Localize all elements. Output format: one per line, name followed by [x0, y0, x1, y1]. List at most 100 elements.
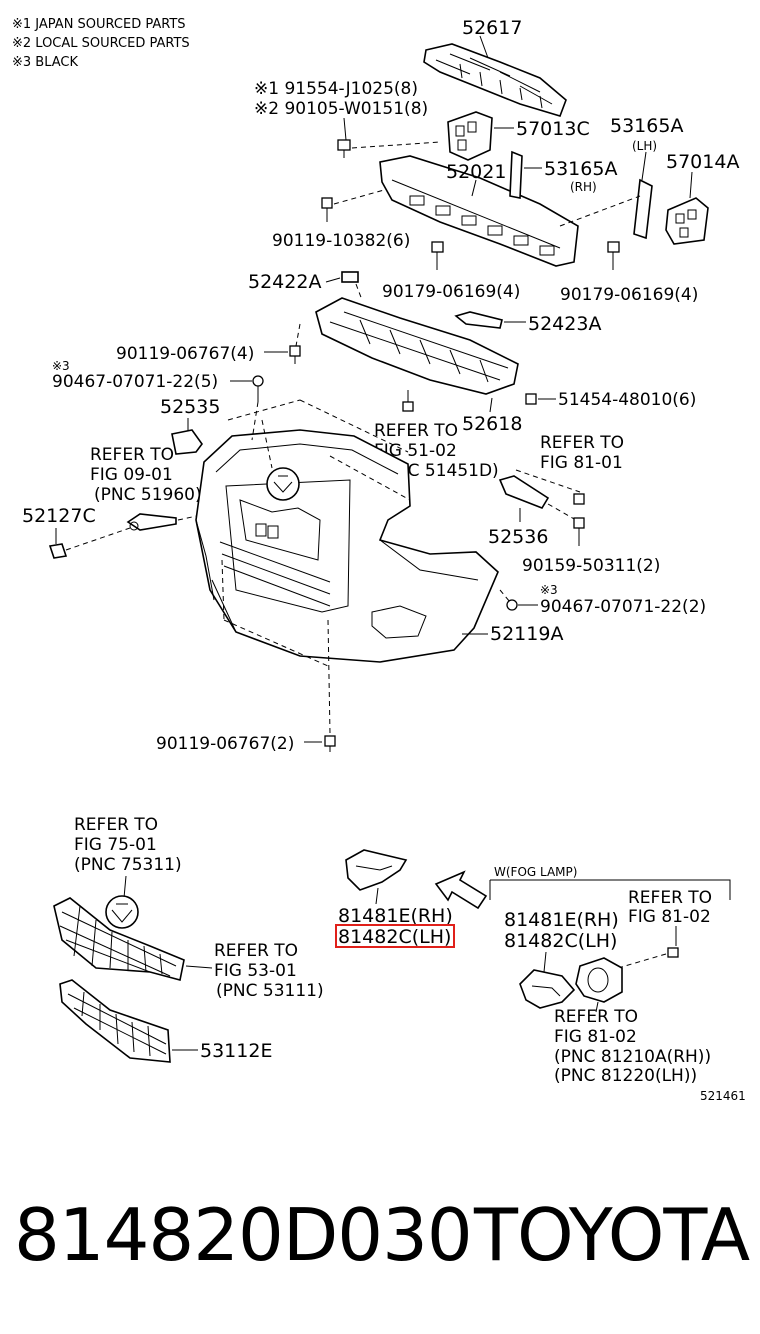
bolt-icon	[431, 241, 444, 270]
fog-lamp	[575, 957, 623, 1003]
lower-grille-53112e	[59, 979, 171, 1063]
label-52423a: 52423A	[528, 313, 601, 335]
bracket-52127c	[126, 513, 177, 531]
mark-black-a: ※3	[52, 359, 70, 373]
refer-fig-81-02-a: REFER TO FIG 81-02	[628, 888, 712, 927]
figure-code: 521461	[700, 1089, 746, 1103]
fog-lamp-cover	[519, 969, 576, 1009]
cap-52127c	[48, 543, 68, 559]
label-90159: 90159-50311(2)	[522, 556, 660, 576]
label-90119-06767-b: 90119-06767(2)	[156, 734, 294, 754]
clip-icon	[506, 599, 518, 611]
absorber-52617	[423, 43, 567, 117]
svg-text:FIG 81-02: FIG 81-02	[628, 907, 711, 927]
label-52021: 52021	[446, 161, 506, 183]
absorber-52618	[315, 297, 519, 395]
label-81481e-a: 81481E(RH)	[338, 905, 453, 927]
svg-text:FIG 81-01: FIG 81-01	[540, 453, 623, 473]
bolt-icon	[525, 393, 537, 405]
refer-fig-53-01: REFER TO FIG 53-01 (PNC 53111)	[214, 941, 324, 1001]
note-local-sourced: ※2 LOCAL SOURCED PARTS	[12, 36, 190, 51]
label-90105: ※2 90105-W0151(8)	[254, 99, 428, 119]
refer-fig-09-01: REFER TO FIG 09-01 (PNC 51960)	[90, 445, 202, 505]
label-53165a-rh: 53165A	[544, 158, 617, 180]
label-52536: 52536	[488, 526, 548, 548]
bolt-icon	[667, 947, 679, 958]
refer-fig-75-01: REFER TO FIG 75-01 (PNC 75311)	[74, 815, 182, 875]
support-52423a	[454, 311, 503, 329]
svg-text:FIG 75-01: FIG 75-01	[74, 835, 157, 855]
svg-text:REFER TO: REFER TO	[74, 815, 158, 835]
label-90179-a: 90179-06169(4)	[382, 282, 520, 302]
arrow-icon	[434, 870, 488, 910]
bolt-icon	[607, 241, 620, 270]
bumper-cover-52119a	[195, 429, 499, 663]
svg-text:FIG 53-01: FIG 53-01	[214, 961, 297, 981]
label-52127c: 52127C	[22, 505, 96, 527]
svg-text:REFER TO: REFER TO	[374, 421, 458, 441]
bracket-57014a	[665, 197, 709, 245]
svg-text:FIG 09-01: FIG 09-01	[90, 465, 173, 485]
svg-text:(PNC 81220(LH)): (PNC 81220(LH))	[554, 1066, 697, 1086]
label-57013c: 57013C	[516, 118, 590, 140]
bolt-icon	[573, 517, 585, 546]
radiator-grille	[53, 895, 185, 981]
svg-text:(PNC 51960): (PNC 51960)	[94, 485, 202, 505]
label-52422a: 52422A	[248, 271, 321, 293]
part-number: 814820D030	[14, 1193, 473, 1277]
label-90467-a: 90467-07071-22(5)	[52, 372, 218, 392]
bracket-53165a-rh	[509, 150, 523, 199]
label-90119-06767-a: 90119-06767(4)	[116, 344, 254, 364]
bracket-52535	[171, 429, 203, 455]
refer-fig-81-02-b: REFER TO FIG 81-02 (PNC 81210A(RH)) (PNC…	[554, 1007, 711, 1086]
svg-text:(PNC 81210A(RH)): (PNC 81210A(RH))	[554, 1047, 711, 1067]
bracket-53165a-lh	[633, 178, 653, 240]
svg-text:FIG 81-02: FIG 81-02	[554, 1027, 637, 1047]
svg-text:REFER TO: REFER TO	[554, 1007, 638, 1027]
bracket-57013c	[447, 111, 493, 161]
bolt-icon	[321, 197, 333, 222]
tag-lh-53165a: (LH)	[632, 139, 657, 153]
mark-black-b: ※3	[540, 583, 558, 597]
footer: 814820D030 TOYOTA	[0, 1185, 760, 1295]
retainer-52422a	[341, 271, 359, 283]
bolt-icon	[289, 345, 301, 364]
note-black: ※3 BLACK	[12, 55, 78, 70]
svg-text:FIG 51-02: FIG 51-02	[374, 441, 457, 461]
brand-name: TOYOTA	[474, 1193, 750, 1277]
label-90119-10382: 90119-10382(6)	[272, 231, 410, 251]
bolt-icon	[324, 735, 336, 752]
retainer-52536	[498, 475, 550, 509]
bolt-icon	[337, 139, 351, 158]
label-91554: ※1 91554-J1025(8)	[254, 79, 418, 99]
clip-icon	[252, 375, 264, 402]
label-52535: 52535	[160, 396, 220, 418]
svg-text:REFER TO: REFER TO	[540, 433, 624, 453]
label-52617: 52617	[462, 17, 522, 39]
label-57014a: 57014A	[666, 151, 739, 173]
refer-fig-81-01: REFER TO FIG 81-01	[540, 433, 624, 473]
label-52618: 52618	[462, 413, 522, 435]
svg-text:(PNC 53111): (PNC 53111)	[216, 981, 324, 1001]
svg-text:(PNC 75311): (PNC 75311)	[74, 855, 182, 875]
label-81481e-b: 81481E(RH)	[504, 909, 619, 931]
reinforcement-52021	[379, 155, 579, 267]
label-90179-b: 90179-06169(4)	[560, 285, 698, 305]
note-japan-sourced: ※1 JAPAN SOURCED PARTS	[12, 17, 186, 32]
label-52119a: 52119A	[490, 623, 563, 645]
highlight-box	[335, 924, 455, 948]
label-51454: 51454-48010(6)	[558, 390, 696, 410]
svg-text:REFER TO: REFER TO	[628, 888, 712, 908]
fog-lamp-cover	[345, 849, 408, 891]
bolt-icon	[573, 493, 585, 505]
svg-text:REFER TO: REFER TO	[90, 445, 174, 465]
label-fog-lamp: W(FOG LAMP)	[494, 865, 577, 879]
tag-rh-53165a: (RH)	[570, 180, 597, 194]
label-53112e: 53112E	[200, 1040, 272, 1062]
label-81482c-a: 81482C(LH)	[338, 926, 451, 948]
bolt-icon	[402, 390, 414, 412]
svg-text:REFER TO: REFER TO	[214, 941, 298, 961]
label-90467-b: 90467-07071-22(2)	[540, 597, 706, 617]
